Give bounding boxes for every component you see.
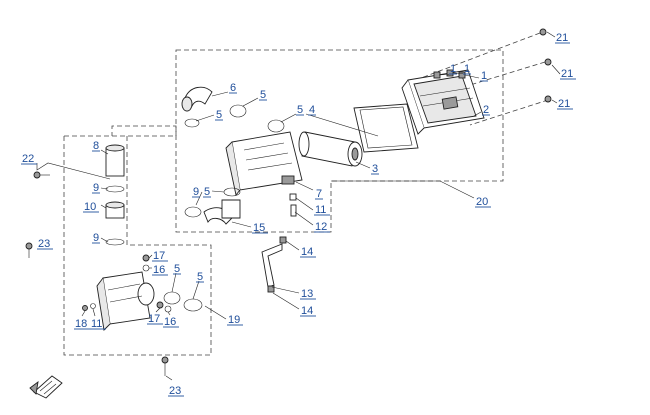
callout-5-f: 5 — [197, 271, 203, 283]
clamp-5-f — [183, 298, 203, 312]
washer-16-a — [142, 264, 150, 272]
callout-5-e: 5 — [174, 263, 180, 275]
screw-21-b — [544, 58, 552, 66]
callout-9-a: 9 — [93, 182, 99, 194]
callout-21-a: 21 — [556, 32, 568, 44]
clamp-5-a — [229, 104, 247, 118]
air-filter-box-body — [225, 131, 303, 197]
clamp-5-b — [184, 118, 200, 128]
callout-23-a: 23 — [38, 238, 50, 250]
clamp-5-e — [163, 291, 181, 305]
leader-lines — [36, 31, 561, 381]
clamp-9-a — [184, 206, 202, 218]
callout-21-c: 21 — [558, 98, 570, 110]
clamp-5-c — [267, 119, 285, 133]
callout-23-b: 23 — [169, 385, 181, 397]
callout-17-b: 17 — [148, 313, 160, 325]
fastener-11-b — [90, 303, 96, 309]
callout-5-d: 5 — [204, 186, 210, 198]
upper-assembly-outline — [175, 49, 504, 233]
air-filter-element — [298, 131, 363, 167]
hose-clip-14-a — [279, 236, 287, 244]
callout-8: 8 — [93, 140, 99, 152]
callout-5-b: 5 — [297, 104, 303, 116]
nut-17-b — [156, 301, 164, 309]
bolt-23-a — [25, 242, 33, 258]
callout-11-a: 11 — [315, 204, 326, 216]
hose-15 — [203, 199, 241, 225]
callout-9-c: 9 — [93, 232, 99, 244]
intake-elbow-6 — [181, 86, 213, 112]
callout-10: 10 — [84, 201, 96, 213]
gasket-4 — [353, 103, 419, 153]
callout-4: 4 — [309, 104, 315, 116]
washer-16-b — [164, 305, 172, 313]
callout-21-b: 21 — [561, 68, 573, 80]
callout-16-b: 16 — [164, 316, 176, 328]
callout-14-b: 14 — [301, 305, 313, 317]
callout-labels: 21 1 1 1 21 21 2 6 5 5 4 5 3 8 22 9 9 — [21, 32, 576, 397]
callout-20: 20 — [476, 196, 488, 208]
callout-22: 22 — [22, 153, 34, 165]
seal-9-a — [105, 185, 125, 193]
callout-1-c: 1 — [481, 70, 487, 82]
fastener-18 — [82, 305, 88, 311]
callout-9-b: 9 — [193, 186, 199, 198]
screw-21-a — [539, 28, 547, 36]
callout-11-b: 11 — [91, 318, 102, 330]
callout-13: 13 — [301, 288, 313, 300]
callout-6: 6 — [230, 82, 236, 94]
breather-hose-13 — [261, 243, 283, 288]
callout-1-a: 1 — [450, 63, 456, 75]
callout-19: 19 — [228, 314, 240, 326]
front-direction-arrow-icon — [29, 375, 63, 399]
air-filter-box-cover — [401, 69, 485, 135]
seal-9-b — [105, 238, 125, 246]
screw-22 — [33, 171, 50, 179]
lower-assembly-outline — [63, 125, 212, 356]
nut-17-a — [142, 254, 150, 262]
bolt-23-b — [161, 356, 169, 376]
screw-21-c — [544, 95, 552, 103]
callout-14-a: 14 — [301, 246, 313, 258]
callout-18: 18 — [75, 318, 87, 330]
callout-5-c: 5 — [216, 109, 222, 121]
callout-12: 12 — [315, 221, 327, 233]
drain-valve-11 — [289, 193, 297, 201]
callout-15: 15 — [253, 222, 265, 234]
connector-tube-8 — [105, 144, 125, 177]
callout-3: 3 — [372, 163, 378, 175]
callout-7: 7 — [316, 188, 322, 200]
hose-clip-14-b — [267, 285, 275, 293]
callout-1-b: 1 — [464, 63, 470, 75]
callout-5-a: 5 — [260, 89, 266, 101]
callout-2: 2 — [483, 104, 489, 116]
sleeve-10 — [105, 201, 125, 219]
callout-17-a: 17 — [153, 250, 165, 262]
callout-16-a: 16 — [153, 264, 165, 276]
drain-plug-12 — [290, 204, 297, 217]
resonator-box-19 — [96, 271, 155, 331]
